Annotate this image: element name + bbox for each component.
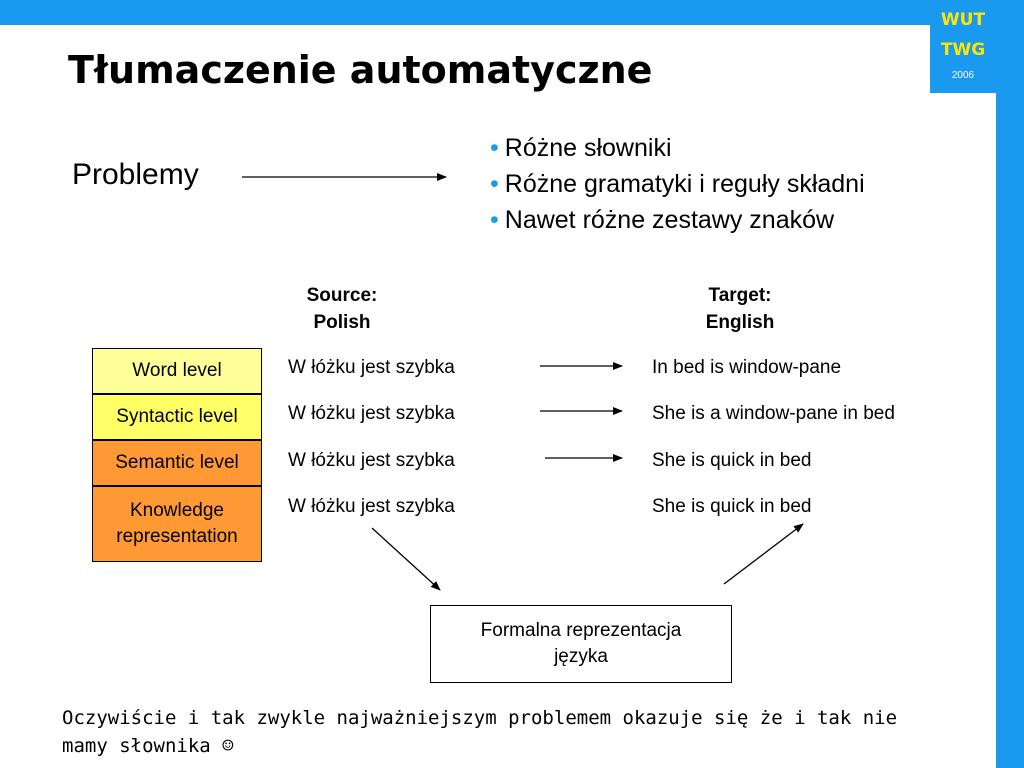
bullet-item: •Nawet różne zestawy znaków xyxy=(490,202,865,238)
target-sentence-word: In bed is window-pane xyxy=(652,357,842,378)
target-sentence-syntactic: She is a window-pane in bed xyxy=(652,403,895,424)
level-word: Word level xyxy=(92,348,262,394)
source-header-line1: Source: xyxy=(306,285,378,306)
source-header-line2: Polish xyxy=(313,312,371,333)
bullet-item: •Różne gramatyki i reguły składni xyxy=(490,166,865,202)
target-header-line2: English xyxy=(705,312,775,333)
bullet-text: Nawet różne zestawy znaków xyxy=(504,206,835,234)
problems-bullet-list: •Różne słowniki •Różne gramatyki i reguł… xyxy=(490,130,865,238)
target-column-header: Target: English xyxy=(670,282,810,336)
slide-title: Tłumaczenie automatyczne xyxy=(68,48,653,92)
formal-box-line2: języka xyxy=(554,646,608,667)
footnote-line2: mamy słownika ☺ xyxy=(62,735,234,757)
footnote-line1: Oczywiście i tak zwykle najważniejszym p… xyxy=(62,707,898,729)
right-accent-bar xyxy=(996,0,1024,768)
logo-year: 2006 xyxy=(951,70,975,81)
level-knowledge-line1: Knowledge xyxy=(129,500,225,521)
logo-line-2: TWG xyxy=(940,40,986,60)
source-column-header: Source: Polish xyxy=(272,282,412,336)
footnote: Oczywiście i tak zwykle najważniejszym p… xyxy=(62,704,962,760)
top-accent-bar xyxy=(0,0,1024,25)
source-sentence-semantic: W łóżku jest szybka xyxy=(288,450,455,471)
source-sentence-word: W łóżku jest szybka xyxy=(288,357,455,378)
level-semantic: Semantic level xyxy=(92,440,262,486)
bullet-dot-icon: • xyxy=(490,134,499,162)
bullet-text: Różne gramatyki i reguły składni xyxy=(504,170,865,198)
formal-box-line1: Formalna reprezentacja xyxy=(480,620,682,641)
bullet-item: •Różne słowniki xyxy=(490,130,865,166)
arrow-from-formal xyxy=(723,523,804,585)
wut-twg-logo: WUT TWG 2006 xyxy=(930,0,996,93)
level-knowledge-line2: representation xyxy=(116,526,238,547)
source-sentence-syntactic: W łóżku jest szybka xyxy=(288,403,455,424)
target-header-line1: Target: xyxy=(708,285,772,306)
problems-label: Problemy xyxy=(72,158,199,191)
formal-representation-box: Formalna reprezentacja języka xyxy=(430,605,732,683)
target-sentence-knowledge: She is quick in bed xyxy=(652,496,812,517)
bullet-dot-icon: • xyxy=(490,170,499,198)
source-sentence-knowledge: W łóżku jest szybka xyxy=(288,496,455,517)
arrow-to-formal xyxy=(371,527,441,591)
logo-line-1: WUT xyxy=(940,10,986,30)
level-knowledge-representation: Knowledge representation xyxy=(92,486,262,562)
bullet-text: Różne słowniki xyxy=(504,134,672,162)
level-syntactic: Syntactic level xyxy=(92,394,262,440)
target-sentence-semantic: She is quick in bed xyxy=(652,450,812,471)
bullet-dot-icon: • xyxy=(490,206,499,234)
